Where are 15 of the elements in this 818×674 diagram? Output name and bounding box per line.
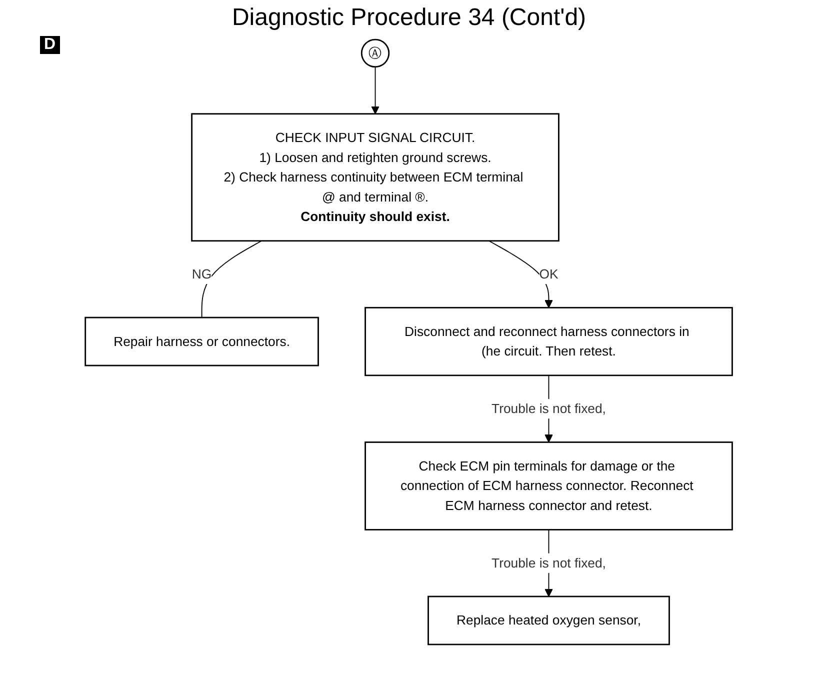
edge-label: NG — [192, 266, 212, 282]
edge-label: OK — [539, 266, 558, 282]
node-box: Replace heated oxygen sensor, — [428, 596, 670, 646]
step-marker: D — [40, 36, 60, 54]
node-box: Check ECM pin terminals for damage or the connection of ECM harness connector. Reconnect ECM harness connector and retest. — [364, 442, 734, 530]
node-circle: Ⓐ — [361, 38, 390, 68]
connector — [202, 240, 262, 318]
arrow — [488, 240, 554, 308]
arrow — [371, 66, 380, 114]
title: Diagnostic Procedure 34 (Cont'd) — [230, 4, 588, 32]
edge-label: Trouble is not fixed, — [492, 555, 606, 570]
edge-label: Trouble is not fixed, — [492, 400, 606, 416]
node-box: CHECK INPUT SIGNAL CIRCUIT. 1) Loosen and retighten ground screws. 2) Check harness continuity between ECM terminal @ and terminal ®. Continuity should exist. — [191, 113, 560, 242]
node-box: Disconnect and reconnect harness connectors in (he circuit. Then retest. — [364, 306, 734, 376]
node-box: Repair harness or connectors. — [84, 316, 320, 366]
